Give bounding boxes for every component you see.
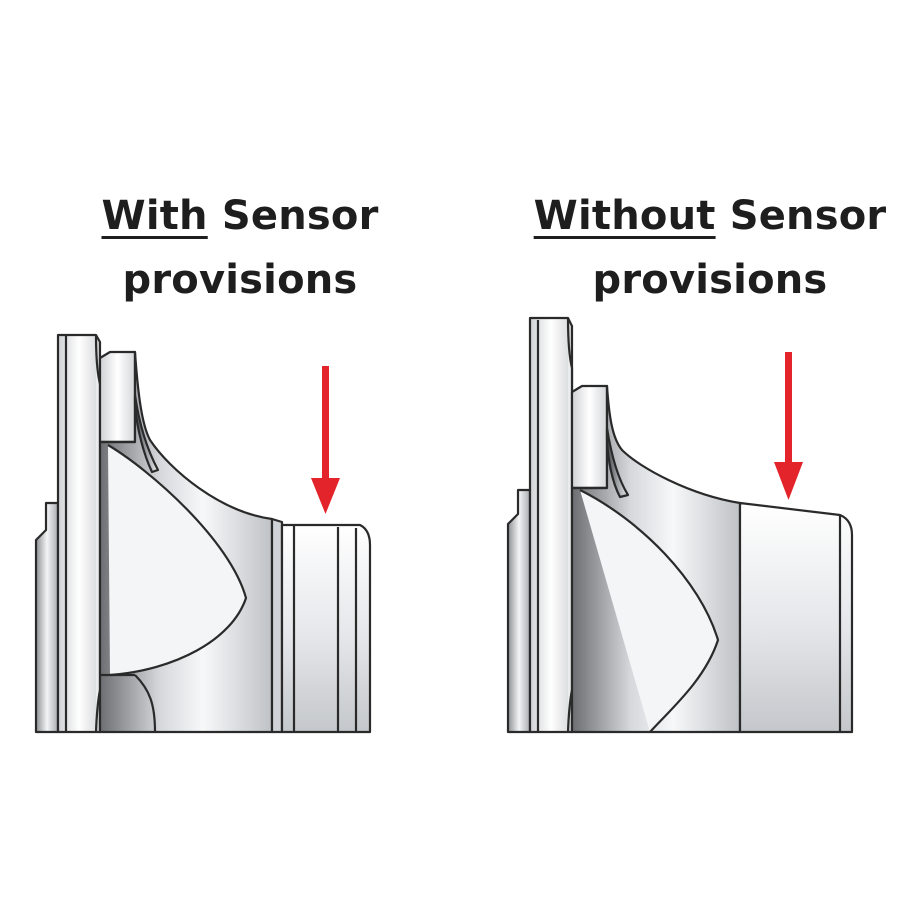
arrow-shaft xyxy=(322,366,329,486)
bearing-surface xyxy=(738,501,854,734)
caption-line-1: With Sensor xyxy=(60,184,420,248)
contour-line xyxy=(579,489,720,733)
collar xyxy=(98,350,137,444)
caption-line-2: provisions xyxy=(592,257,828,303)
arrow-right xyxy=(774,352,803,500)
arrow-left xyxy=(311,366,340,514)
caption-emphasis: With xyxy=(101,193,208,239)
fillet-groove xyxy=(133,393,160,474)
outer-lip xyxy=(34,501,60,734)
flange xyxy=(528,316,574,734)
flange xyxy=(56,333,102,734)
hub-drawing-with-sensor xyxy=(34,333,372,734)
arrow-head xyxy=(774,462,803,500)
fillet-groove xyxy=(605,426,630,499)
caption-with-sensor: With Sensor provisions xyxy=(60,184,420,312)
arrow-head xyxy=(311,478,340,514)
hub-drawing-without-sensor xyxy=(506,316,854,734)
caption-rest: Sensor xyxy=(207,193,379,239)
caption-rest: Sensor xyxy=(715,193,887,239)
outer-lip xyxy=(506,488,532,734)
sensor-ring xyxy=(270,517,284,734)
caption-without-sensor: Without Sensor provisions xyxy=(520,184,900,312)
caption-emphasis: Without xyxy=(533,193,716,239)
caption-line-1: Without Sensor xyxy=(520,184,900,248)
contour-line xyxy=(107,444,248,677)
collar xyxy=(570,384,609,490)
caption-line-2: provisions xyxy=(122,257,358,303)
arrow-shaft xyxy=(785,352,792,470)
